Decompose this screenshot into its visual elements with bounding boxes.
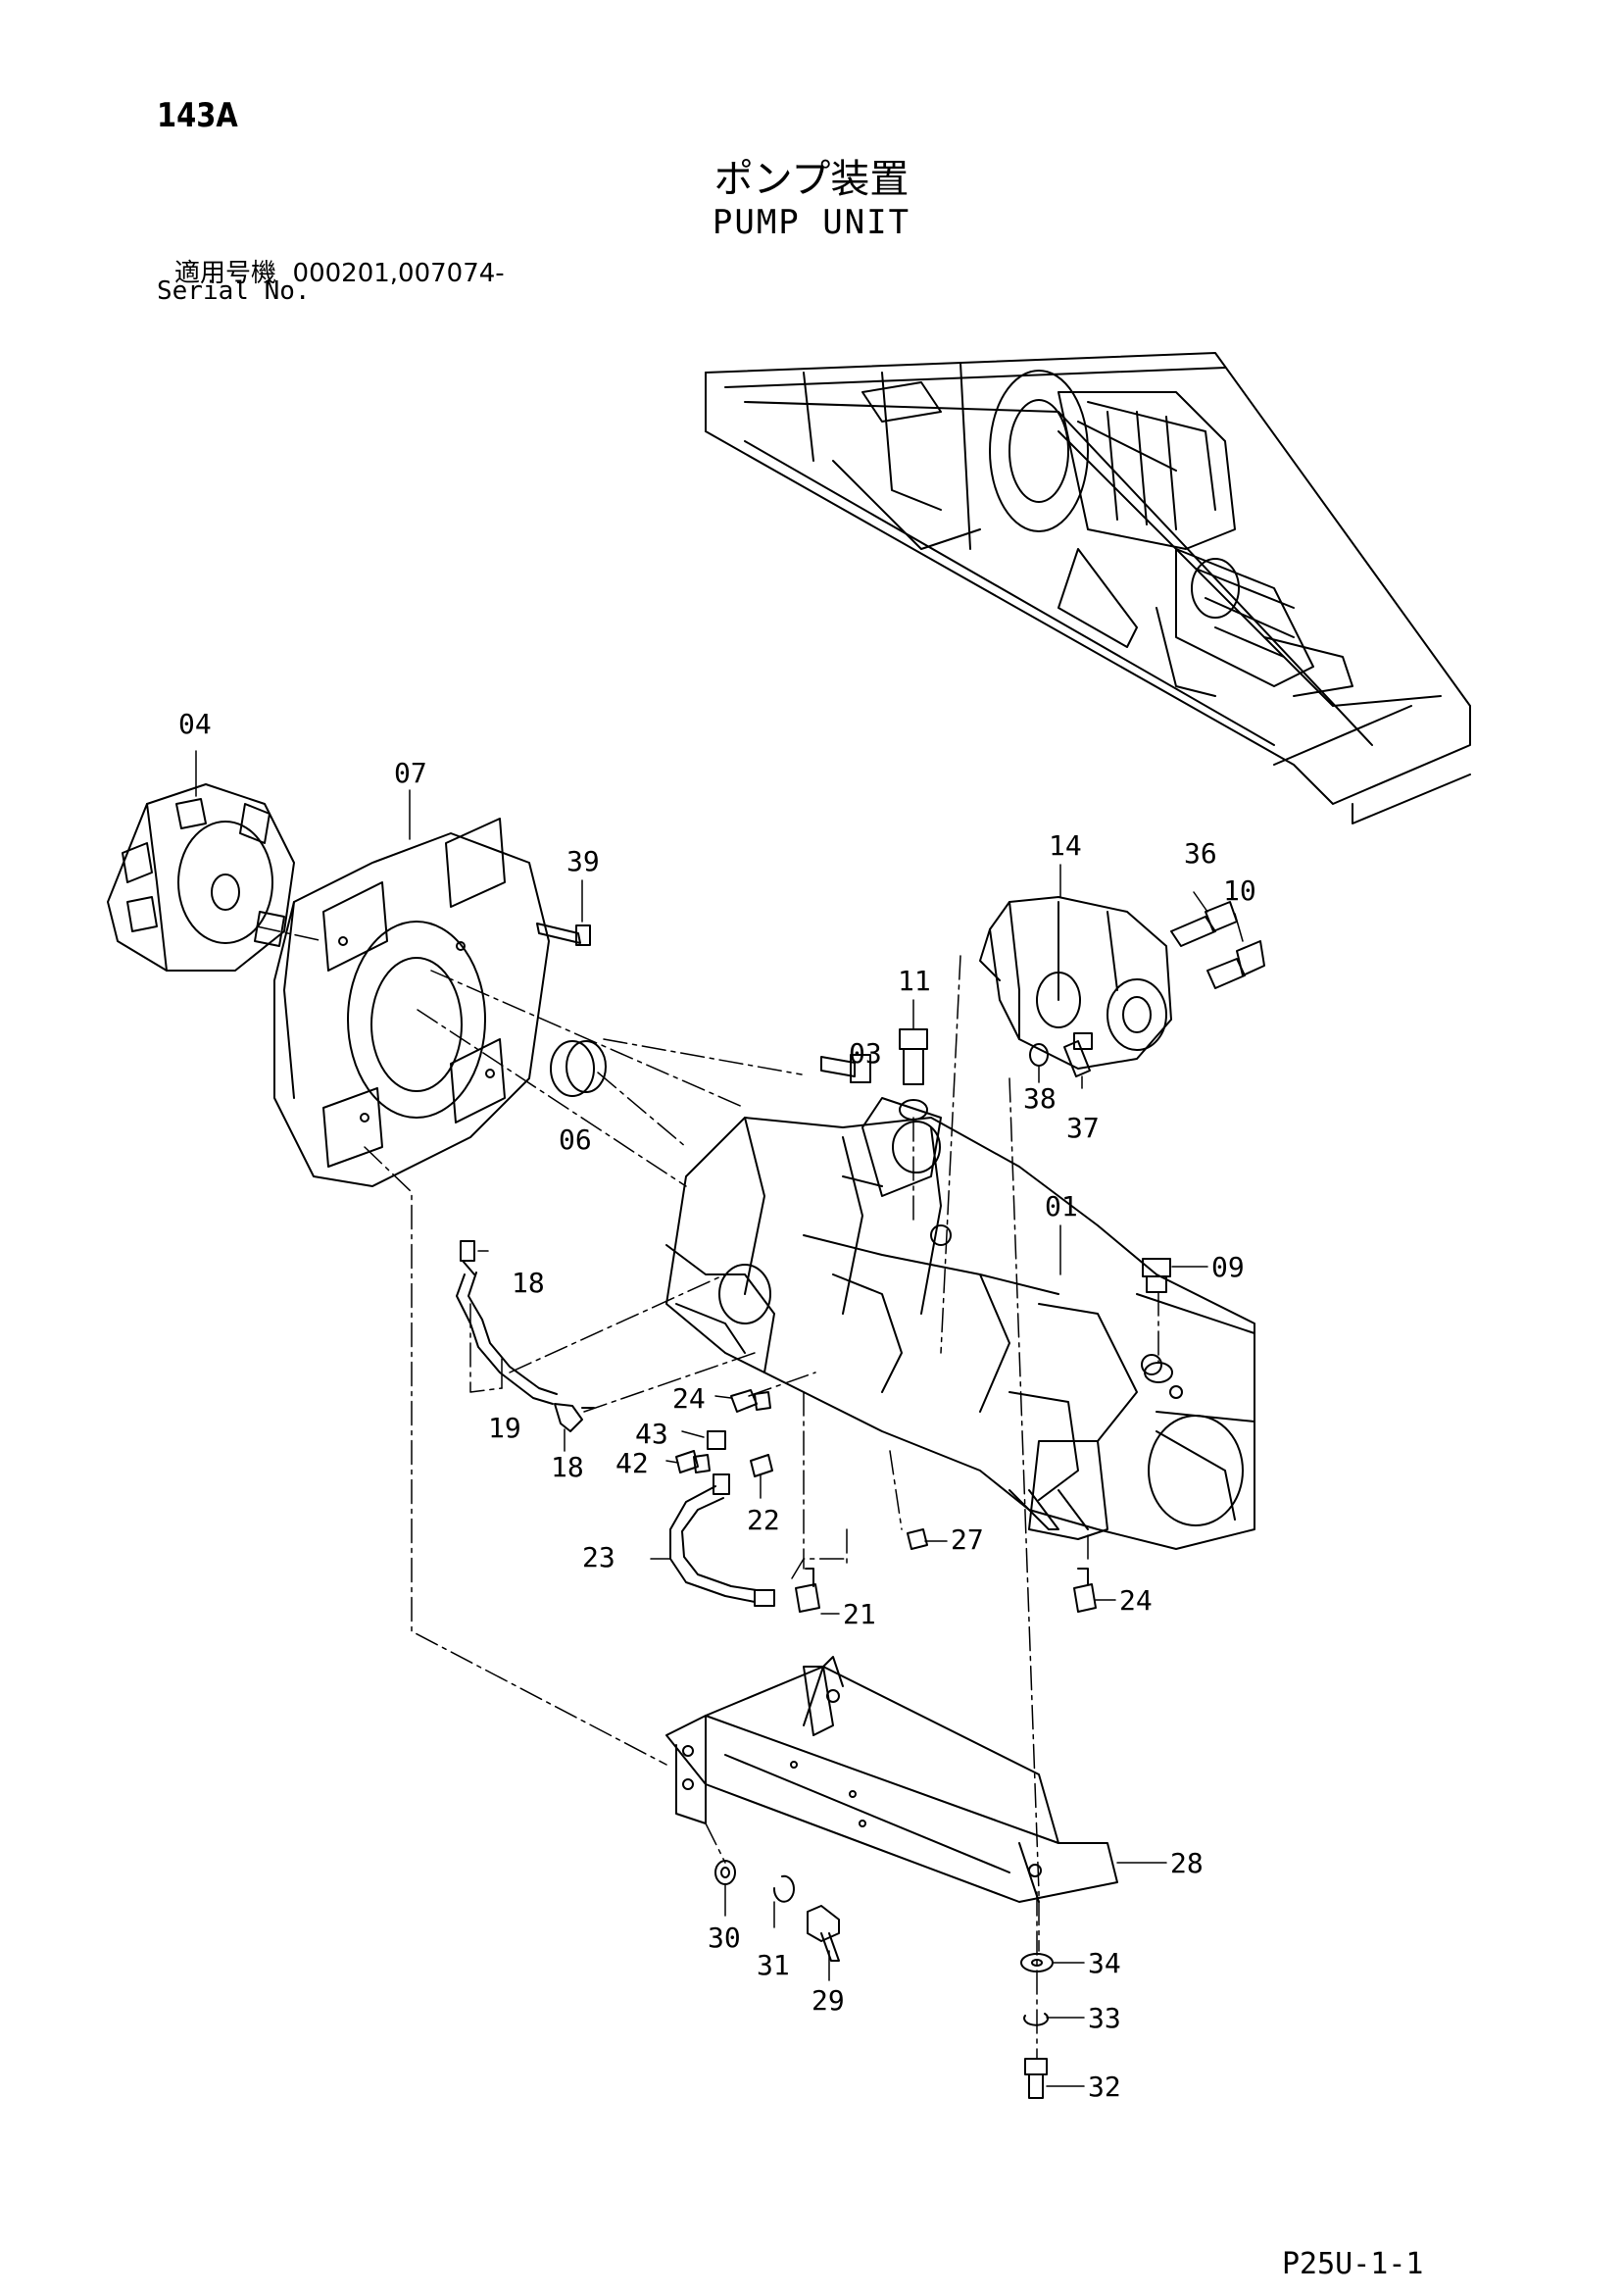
bracket-part	[665, 1656, 1118, 1903]
fitting-09-part	[1142, 1258, 1173, 1383]
engine-overview	[989, 370, 1353, 697]
callout-31: 31	[757, 1949, 790, 1981]
lock-washer-31-part	[772, 1874, 795, 1903]
callout-01: 01	[1045, 1190, 1078, 1223]
callout-29: 29	[812, 1984, 845, 2017]
assembly-center-lines	[256, 925, 1159, 2060]
callout-43: 43	[635, 1418, 668, 1450]
bolt-37-part	[1063, 1032, 1093, 1077]
leader-lines	[195, 750, 1244, 2087]
bolt-32-part	[1024, 2058, 1048, 2099]
page-title-japanese: ポンプ装置	[713, 157, 910, 202]
gear-pump-part	[979, 896, 1172, 1070]
flange-housing-part	[273, 818, 550, 1187]
lock-washer-33-part	[1023, 2013, 1050, 2026]
elbow-21-part	[795, 1568, 820, 1613]
washer-30-part	[714, 1860, 736, 1885]
bushing-part	[550, 1040, 607, 1097]
fitting-22-part	[750, 1454, 773, 1477]
fitting-10-part	[1206, 940, 1265, 989]
callout-10: 10	[1223, 874, 1256, 907]
callout-38: 38	[1023, 1082, 1057, 1115]
fitting-36-part	[1170, 901, 1238, 947]
callout-32: 32	[1088, 2071, 1121, 2103]
callout-21: 21	[843, 1598, 876, 1630]
elbow-24-lower-part	[1073, 1568, 1097, 1613]
callout-07: 07	[394, 757, 427, 789]
hose-23-part	[669, 1473, 775, 1607]
main-pump-part	[665, 1097, 1255, 1550]
fitting-27-part	[907, 1528, 928, 1550]
fitting-42-part	[675, 1450, 711, 1473]
plug-43-part	[707, 1430, 726, 1450]
callout-19: 19	[488, 1412, 521, 1444]
washer-38-part	[1029, 1043, 1049, 1067]
callout-09: 09	[1211, 1251, 1245, 1283]
page-code: P25U-1-1	[1282, 2247, 1424, 2281]
hose-19-part	[456, 1272, 558, 1405]
callout-33: 33	[1088, 2002, 1121, 2034]
callout-37: 37	[1066, 1112, 1100, 1144]
elbow-18-upper-part	[460, 1240, 475, 1275]
callout-06: 06	[559, 1123, 592, 1156]
serial-label-japanese: 適用号機 000201,007074-	[174, 259, 505, 288]
callout-11: 11	[898, 965, 931, 997]
elbow-18-lower-part	[554, 1403, 595, 1432]
callout-27: 27	[951, 1523, 984, 1556]
callout-30: 30	[708, 1922, 741, 1954]
machine-frame-overview	[705, 352, 1471, 824]
callout-14: 14	[1049, 829, 1082, 862]
callout-39: 39	[566, 845, 600, 877]
callout-03: 03	[849, 1037, 882, 1070]
callout-23: 23	[582, 1541, 615, 1573]
callout-28: 28	[1170, 1847, 1204, 1879]
callout-labels: 04 07 39 06 14 36 10 11 03 38 37 01 09 1…	[178, 708, 1256, 2103]
page-number: 143A	[157, 96, 238, 135]
callout-18-lower: 18	[551, 1451, 584, 1483]
bolt-03-part	[820, 1054, 871, 1083]
callout-42: 42	[615, 1447, 649, 1479]
callout-18-upper: 18	[512, 1267, 545, 1299]
page-title-english: PUMP UNIT	[712, 203, 911, 242]
callout-24-upper: 24	[672, 1382, 706, 1415]
bolt-29-part	[807, 1905, 840, 1962]
callout-34: 34	[1088, 1947, 1121, 1979]
fitting-24-upper-part	[730, 1389, 771, 1413]
callout-36: 36	[1184, 837, 1217, 870]
coupling-part	[107, 783, 295, 972]
callout-24-lower: 24	[1119, 1584, 1153, 1617]
bolt-39-part	[536, 923, 591, 946]
callout-22: 22	[747, 1504, 780, 1536]
callout-04: 04	[178, 708, 212, 740]
serial-label-english: Serial No.	[157, 276, 311, 306]
